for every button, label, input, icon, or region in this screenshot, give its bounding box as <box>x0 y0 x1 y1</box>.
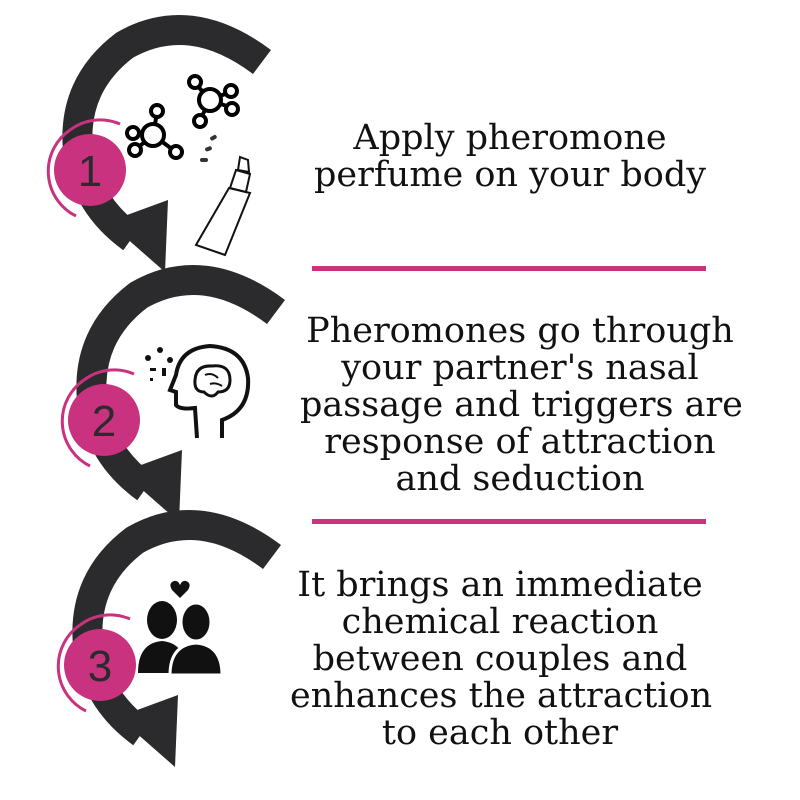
step-1-text: Apply pheromone perfume on your body <box>300 120 720 194</box>
step-2: 2 Pheromones go through your partner's n… <box>0 250 800 510</box>
heart-icon <box>170 580 190 598</box>
step-number: 2 <box>92 397 116 446</box>
step-3-text: It brings an immediate chemical reaction… <box>290 565 713 753</box>
divider <box>312 266 706 271</box>
text-line: It brings an immediate <box>297 565 703 605</box>
spray-bottle-icon <box>194 155 252 257</box>
text-line: Apply pheromone <box>353 118 667 158</box>
curved-arrow-icon: 1 <box>46 0 320 290</box>
head-brain-icon <box>167 343 251 439</box>
molecule-icon <box>125 74 240 160</box>
curved-arrow-icon: 3 <box>56 495 320 795</box>
divider <box>312 519 706 524</box>
text-line: passage and triggers are <box>300 385 743 425</box>
spray-mist-icon <box>200 135 217 162</box>
text-line: between couples and <box>312 639 688 679</box>
step-1: 1 Apply pheromone perfume on your body <box>0 0 800 260</box>
step-number: 3 <box>88 642 112 691</box>
text-line: perfume on your body <box>313 155 706 195</box>
text-line: and seduction <box>395 459 645 499</box>
text-line: response of attraction <box>324 422 716 462</box>
text-line: enhances the attraction <box>290 676 713 716</box>
text-line: Pheromones go through <box>306 311 734 351</box>
text-line: to each other <box>381 713 619 753</box>
step-number: 1 <box>78 147 102 196</box>
text-line: your partner's nasal <box>341 348 699 388</box>
scent-particles-icon <box>145 347 173 381</box>
step-2-text: Pheromones go through your partner's nas… <box>300 311 743 499</box>
couple-icon <box>138 601 224 677</box>
step-3: 3 It brings an immediate chemical reacti… <box>0 495 800 755</box>
curved-arrow-icon: 2 <box>60 250 320 540</box>
text-line: chemical reaction <box>341 602 659 642</box>
